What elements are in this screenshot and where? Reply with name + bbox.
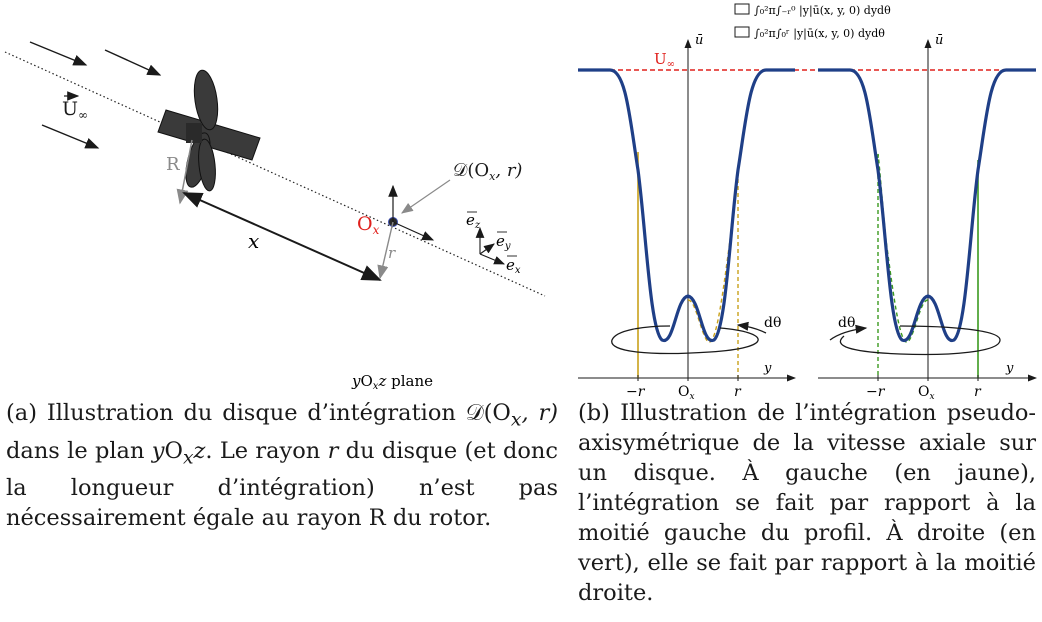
rotor-blade-bottom-right bbox=[198, 138, 216, 192]
left-tick-origin: Ox bbox=[678, 384, 695, 400]
left-dtheta-label: dθ bbox=[764, 315, 781, 331]
caption-a-prefix: (a) Illustration du disque d’intégration bbox=[6, 400, 466, 426]
caption-a-plane-sub: x bbox=[182, 447, 194, 468]
left-rotation-ellipse bbox=[611, 325, 759, 355]
caption-a-rest: du disque (et donc la longueur d’intégra… bbox=[6, 437, 558, 532]
u-infinity-label: U∞ bbox=[62, 98, 88, 122]
right-tick-r: r bbox=[974, 384, 982, 400]
coordinate-frame bbox=[475, 226, 506, 265]
right-dtheta-label: dθ bbox=[838, 315, 855, 331]
disk-callout-label: 𝒟(Ox, r) bbox=[453, 160, 522, 183]
ez-label: ez bbox=[466, 211, 481, 231]
figure-a-diagram: U∞ R x Ox r 𝒟(Ox, r) ez ey ex bbox=[4, 41, 546, 392]
rotor-nacelle bbox=[157, 109, 261, 161]
origin-label: Ox bbox=[357, 213, 380, 237]
freestream-label: U∞ bbox=[654, 50, 675, 70]
right-half-integration bbox=[877, 153, 979, 378]
caption-a: (a) Illustration du disque d’intégration… bbox=[6, 398, 558, 533]
unit-vector-bars bbox=[467, 211, 517, 257]
left-velocity-profile bbox=[578, 68, 795, 342]
left-tick-r: r bbox=[734, 384, 742, 400]
right-tick-origin: Ox bbox=[918, 384, 935, 400]
legend: ∫₀²π∫₋ᵣ⁰ |y|ū(x, y, 0) dydθ ∫₀²π∫₀ʳ |y|ū… bbox=[734, 3, 891, 41]
axis-ticks bbox=[637, 375, 979, 381]
caption-a-disk-tail: , r) bbox=[521, 400, 558, 426]
distance-x-arrow bbox=[182, 192, 382, 281]
right-rotation-arrow bbox=[829, 324, 868, 341]
right-rotation-ellipse bbox=[839, 325, 1001, 356]
ex-label: ex bbox=[506, 256, 521, 276]
rotor-hub bbox=[186, 123, 202, 143]
caption-a-r: r bbox=[327, 437, 339, 464]
ey-label: ey bbox=[496, 232, 511, 252]
left-ubar-label: ū bbox=[695, 33, 703, 48]
caption-a-plane-y: y bbox=[151, 437, 165, 464]
caption-a-plane-z: z bbox=[193, 437, 206, 464]
caption-a-mid1: dans le plan bbox=[6, 437, 152, 464]
caption-a-plane-o: O bbox=[164, 437, 183, 464]
left-tick-minus-r: −r bbox=[626, 384, 646, 400]
right-ubar-label: ū bbox=[935, 33, 943, 48]
disk-radius-r-arrow bbox=[377, 221, 394, 280]
caption-a-disk-sub: x bbox=[510, 409, 522, 431]
rotor-axis-line bbox=[4, 51, 546, 297]
right-y-label: y bbox=[1005, 361, 1014, 376]
caption-a-disk: 𝒟(O bbox=[465, 400, 511, 426]
radius-R-label: R bbox=[166, 154, 180, 175]
figure-b: ∫₀²π∫₋ᵣ⁰ |y|ū(x, y, 0) dydθ ∫₀²π∫₀ʳ |y|ū… bbox=[570, 0, 1042, 402]
rotor-blade-top bbox=[193, 69, 219, 131]
radius-R-arrow bbox=[176, 139, 193, 205]
figure-b-diagram: ∫₀²π∫₋ᵣ⁰ |y|ū(x, y, 0) dydθ ∫₀²π∫₀ʳ |y|ū… bbox=[578, 3, 1037, 402]
legend-item-left: ∫₀²π∫₋ᵣ⁰ |y|ū(x, y, 0) dydθ bbox=[754, 4, 891, 18]
legend-item-right: ∫₀²π∫₀ʳ |y|ū(x, y, 0) dydθ bbox=[754, 27, 885, 41]
disk-axis-arrow bbox=[392, 221, 435, 241]
distance-x-label: x bbox=[248, 229, 259, 253]
left-y-label: y bbox=[763, 361, 772, 376]
left-rotation-arrow bbox=[736, 321, 767, 334]
caption-b: (b) Illustration de l’intégration pseudo… bbox=[578, 400, 1036, 606]
disk-radius-r-label: r bbox=[388, 244, 396, 262]
figure-a: U∞ R x Ox r 𝒟(Ox, r) ez ey ex bbox=[0, 0, 560, 400]
right-tick-minus-r: −r bbox=[866, 384, 886, 400]
caption-a-mid2: . Le rayon bbox=[205, 437, 328, 464]
disk-callout-line bbox=[401, 179, 451, 214]
plane-label: yOxz plane bbox=[351, 372, 433, 392]
freestream-arrows bbox=[29, 41, 162, 149]
right-velocity-profile bbox=[818, 68, 1036, 342]
